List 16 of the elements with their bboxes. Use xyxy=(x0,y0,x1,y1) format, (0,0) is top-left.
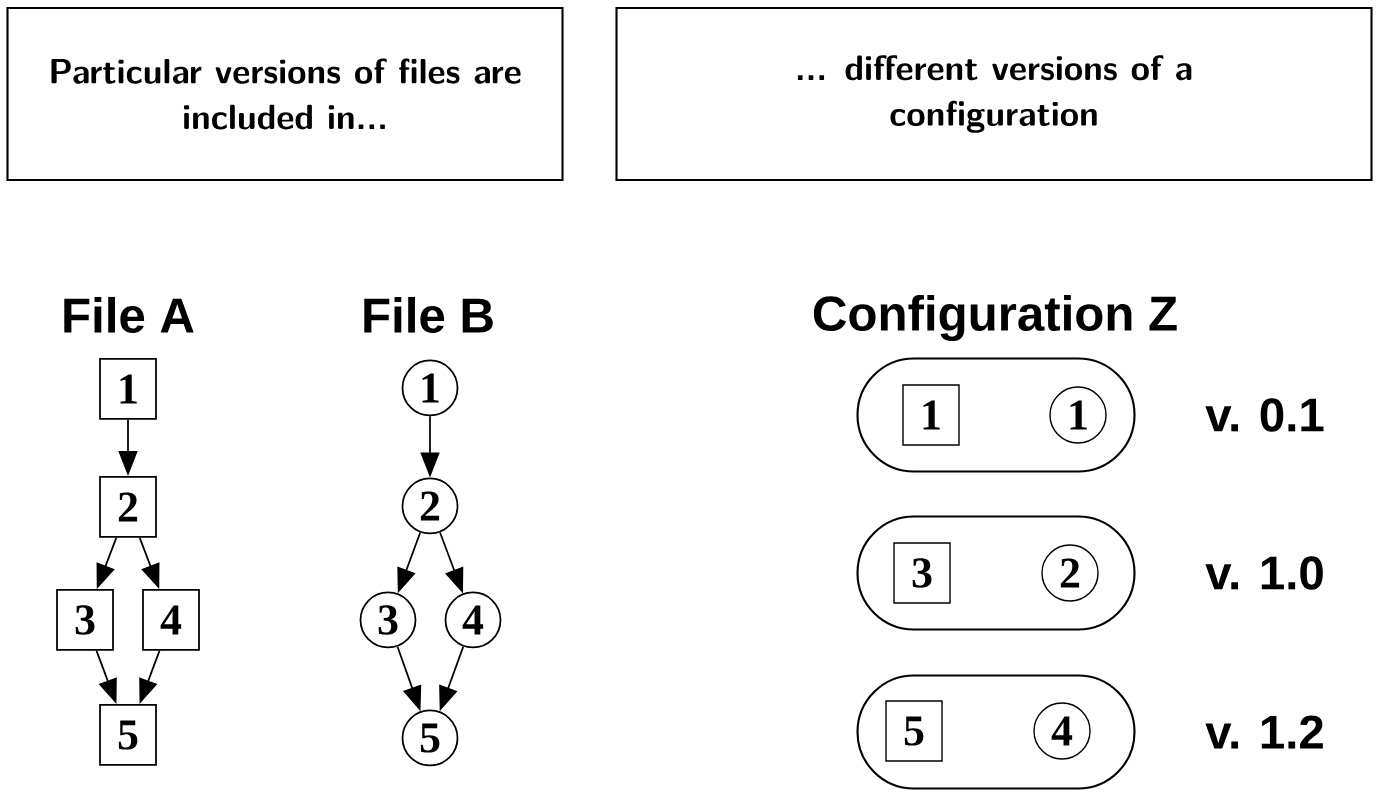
version-label: v. 0.1 xyxy=(1205,398,1324,432)
version-box: 1 xyxy=(902,384,960,446)
heading-label: File B xyxy=(364,296,493,334)
version-label: v. 1.0 xyxy=(1205,556,1323,590)
version-box: 1 xyxy=(99,358,157,420)
version-label: v. 1.2 xyxy=(1205,715,1323,749)
header-box: Particular versions of files are included in... xyxy=(6,6,564,182)
version-box: 5 xyxy=(99,704,157,766)
header-box: ... different versions of a configuration xyxy=(615,6,1373,182)
version-box: 3 xyxy=(56,589,114,651)
version-box: 3 xyxy=(893,542,951,604)
heading-label: Configuration Z xyxy=(813,294,1177,341)
version-box: 4 xyxy=(142,589,200,651)
version-box: 5 xyxy=(885,700,943,762)
version-box: 2 xyxy=(99,476,157,538)
heading-label: File A xyxy=(64,296,194,334)
